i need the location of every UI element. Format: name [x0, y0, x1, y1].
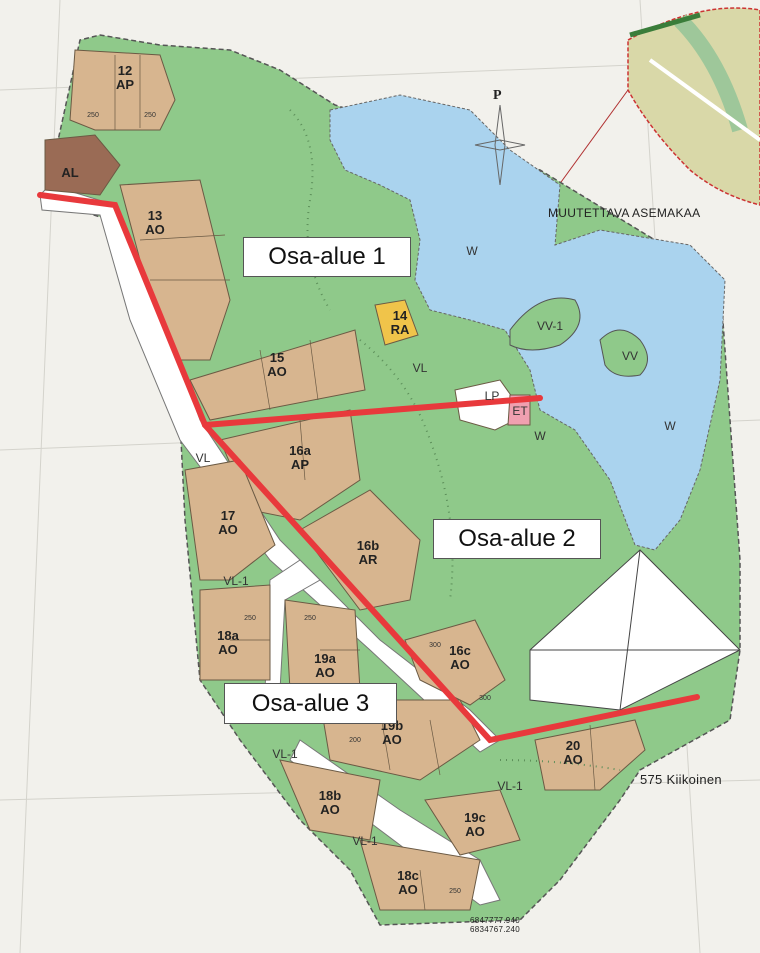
block-use-16a: AP — [291, 457, 309, 472]
parcel-size-label: 250 — [304, 615, 316, 622]
inset-map — [547, 7, 760, 206]
zone-label-vl: VL — [196, 451, 211, 465]
parcel-size-label: 300 — [429, 642, 441, 649]
inset-leader-line — [547, 89, 629, 201]
parcel-size-label: 300 — [479, 695, 491, 702]
zone-label-w: W — [664, 419, 676, 433]
inset-title: MUUTETTAVA ASEMAKAA — [548, 206, 701, 220]
block-20 — [534, 719, 646, 791]
zone-label-vl: VL — [413, 361, 428, 375]
zone-label-w: W — [534, 429, 546, 443]
zone-label-vl-1: VL-1 — [497, 779, 523, 793]
north-arrow-icon — [474, 104, 526, 186]
block-use-al: AL — [61, 165, 78, 180]
area-boundary-lines — [37, 192, 700, 744]
block-use-14: RA — [391, 322, 410, 337]
block-18c — [359, 839, 481, 911]
block-use-19b: AO — [382, 732, 402, 747]
block-15 — [189, 329, 366, 421]
block-number-18a: 18a — [217, 628, 239, 643]
zone-label-vv: VV — [622, 349, 638, 363]
block-14 — [374, 299, 419, 346]
island-vv1 — [509, 297, 581, 351]
block-12 — [69, 49, 176, 131]
block-18b — [279, 759, 381, 841]
block-use-19a: AO — [315, 665, 335, 680]
block-use-12: AP — [116, 77, 134, 92]
block-al — [44, 134, 121, 196]
block-number-16c: 16c — [449, 643, 471, 658]
block-19c — [424, 789, 521, 856]
area-label-2: Osa-alue 2 — [433, 519, 601, 559]
north-arrow-label: P — [493, 88, 502, 103]
block-number-19c: 19c — [464, 810, 486, 825]
block-number-20: 20 — [566, 738, 580, 753]
block-number-18c: 18c — [397, 868, 419, 883]
block-use-13: AO — [145, 222, 165, 237]
block-use-18a: AO — [218, 642, 238, 657]
parcel-size-label: 200 — [349, 737, 361, 744]
blocks — [44, 49, 646, 911]
tree-lines — [289, 109, 621, 771]
block-number-18b: 18b — [319, 788, 341, 803]
block-labels: 12APAL13AO14RA15AO16aAP17AO16bAR16cAO18a… — [61, 63, 582, 897]
zone-label-lp: LP — [485, 389, 500, 403]
block-number-14: 14 — [393, 308, 408, 323]
block-use-18b: AO — [320, 802, 340, 817]
block-number-15: 15 — [270, 350, 284, 365]
block-18a — [199, 584, 271, 681]
block-use-20: AO — [563, 752, 583, 767]
block-16b — [299, 489, 421, 611]
zone-label-vl-1: VL-1 — [223, 574, 249, 588]
small-numbers: 250 250 300 300 250 250 200 250 — [87, 112, 491, 895]
parcel-size-label: 250 — [87, 112, 99, 119]
zone-label-vl-1: VL-1 — [272, 747, 298, 761]
parcel-size-label: 250 — [144, 112, 156, 119]
area-label-1: Osa-alue 1 — [243, 237, 411, 277]
block-number-16b: 16b — [357, 538, 379, 553]
block-use-16c: AO — [450, 657, 470, 672]
block-number-13: 13 — [148, 208, 162, 223]
block-number-19a: 19a — [314, 651, 336, 666]
block-use-16b: AR — [359, 552, 378, 567]
parcel-size-label: 250 — [244, 615, 256, 622]
zone-label-vv-1: VV-1 — [537, 319, 563, 333]
block-use-15: AO — [267, 364, 287, 379]
block-number-16a: 16a — [289, 443, 311, 458]
block-use-18c: AO — [398, 882, 418, 897]
block-16c — [404, 619, 506, 706]
block-number-17: 17 — [221, 508, 235, 523]
parcel-size-label: 250 — [449, 888, 461, 895]
excluded-area — [529, 549, 741, 711]
boundary-line-middle — [202, 395, 543, 428]
block-use-19c: AO — [465, 824, 485, 839]
coord-label-1: 6847777.940 — [470, 916, 521, 925]
block-17 — [184, 459, 276, 581]
zone-label-vl-1: VL-1 — [352, 834, 378, 848]
area-label-3: Osa-alue 3 — [224, 683, 397, 724]
island-vv — [599, 329, 648, 377]
zone-label-w: W — [466, 244, 478, 258]
block-use-17: AO — [218, 522, 238, 537]
place-label: 575 Kiikoinen — [640, 772, 722, 787]
coord-label-2: 6834767.240 — [470, 925, 521, 934]
zone-label-et: ET — [512, 404, 528, 418]
block-number-12: 12 — [118, 63, 132, 78]
